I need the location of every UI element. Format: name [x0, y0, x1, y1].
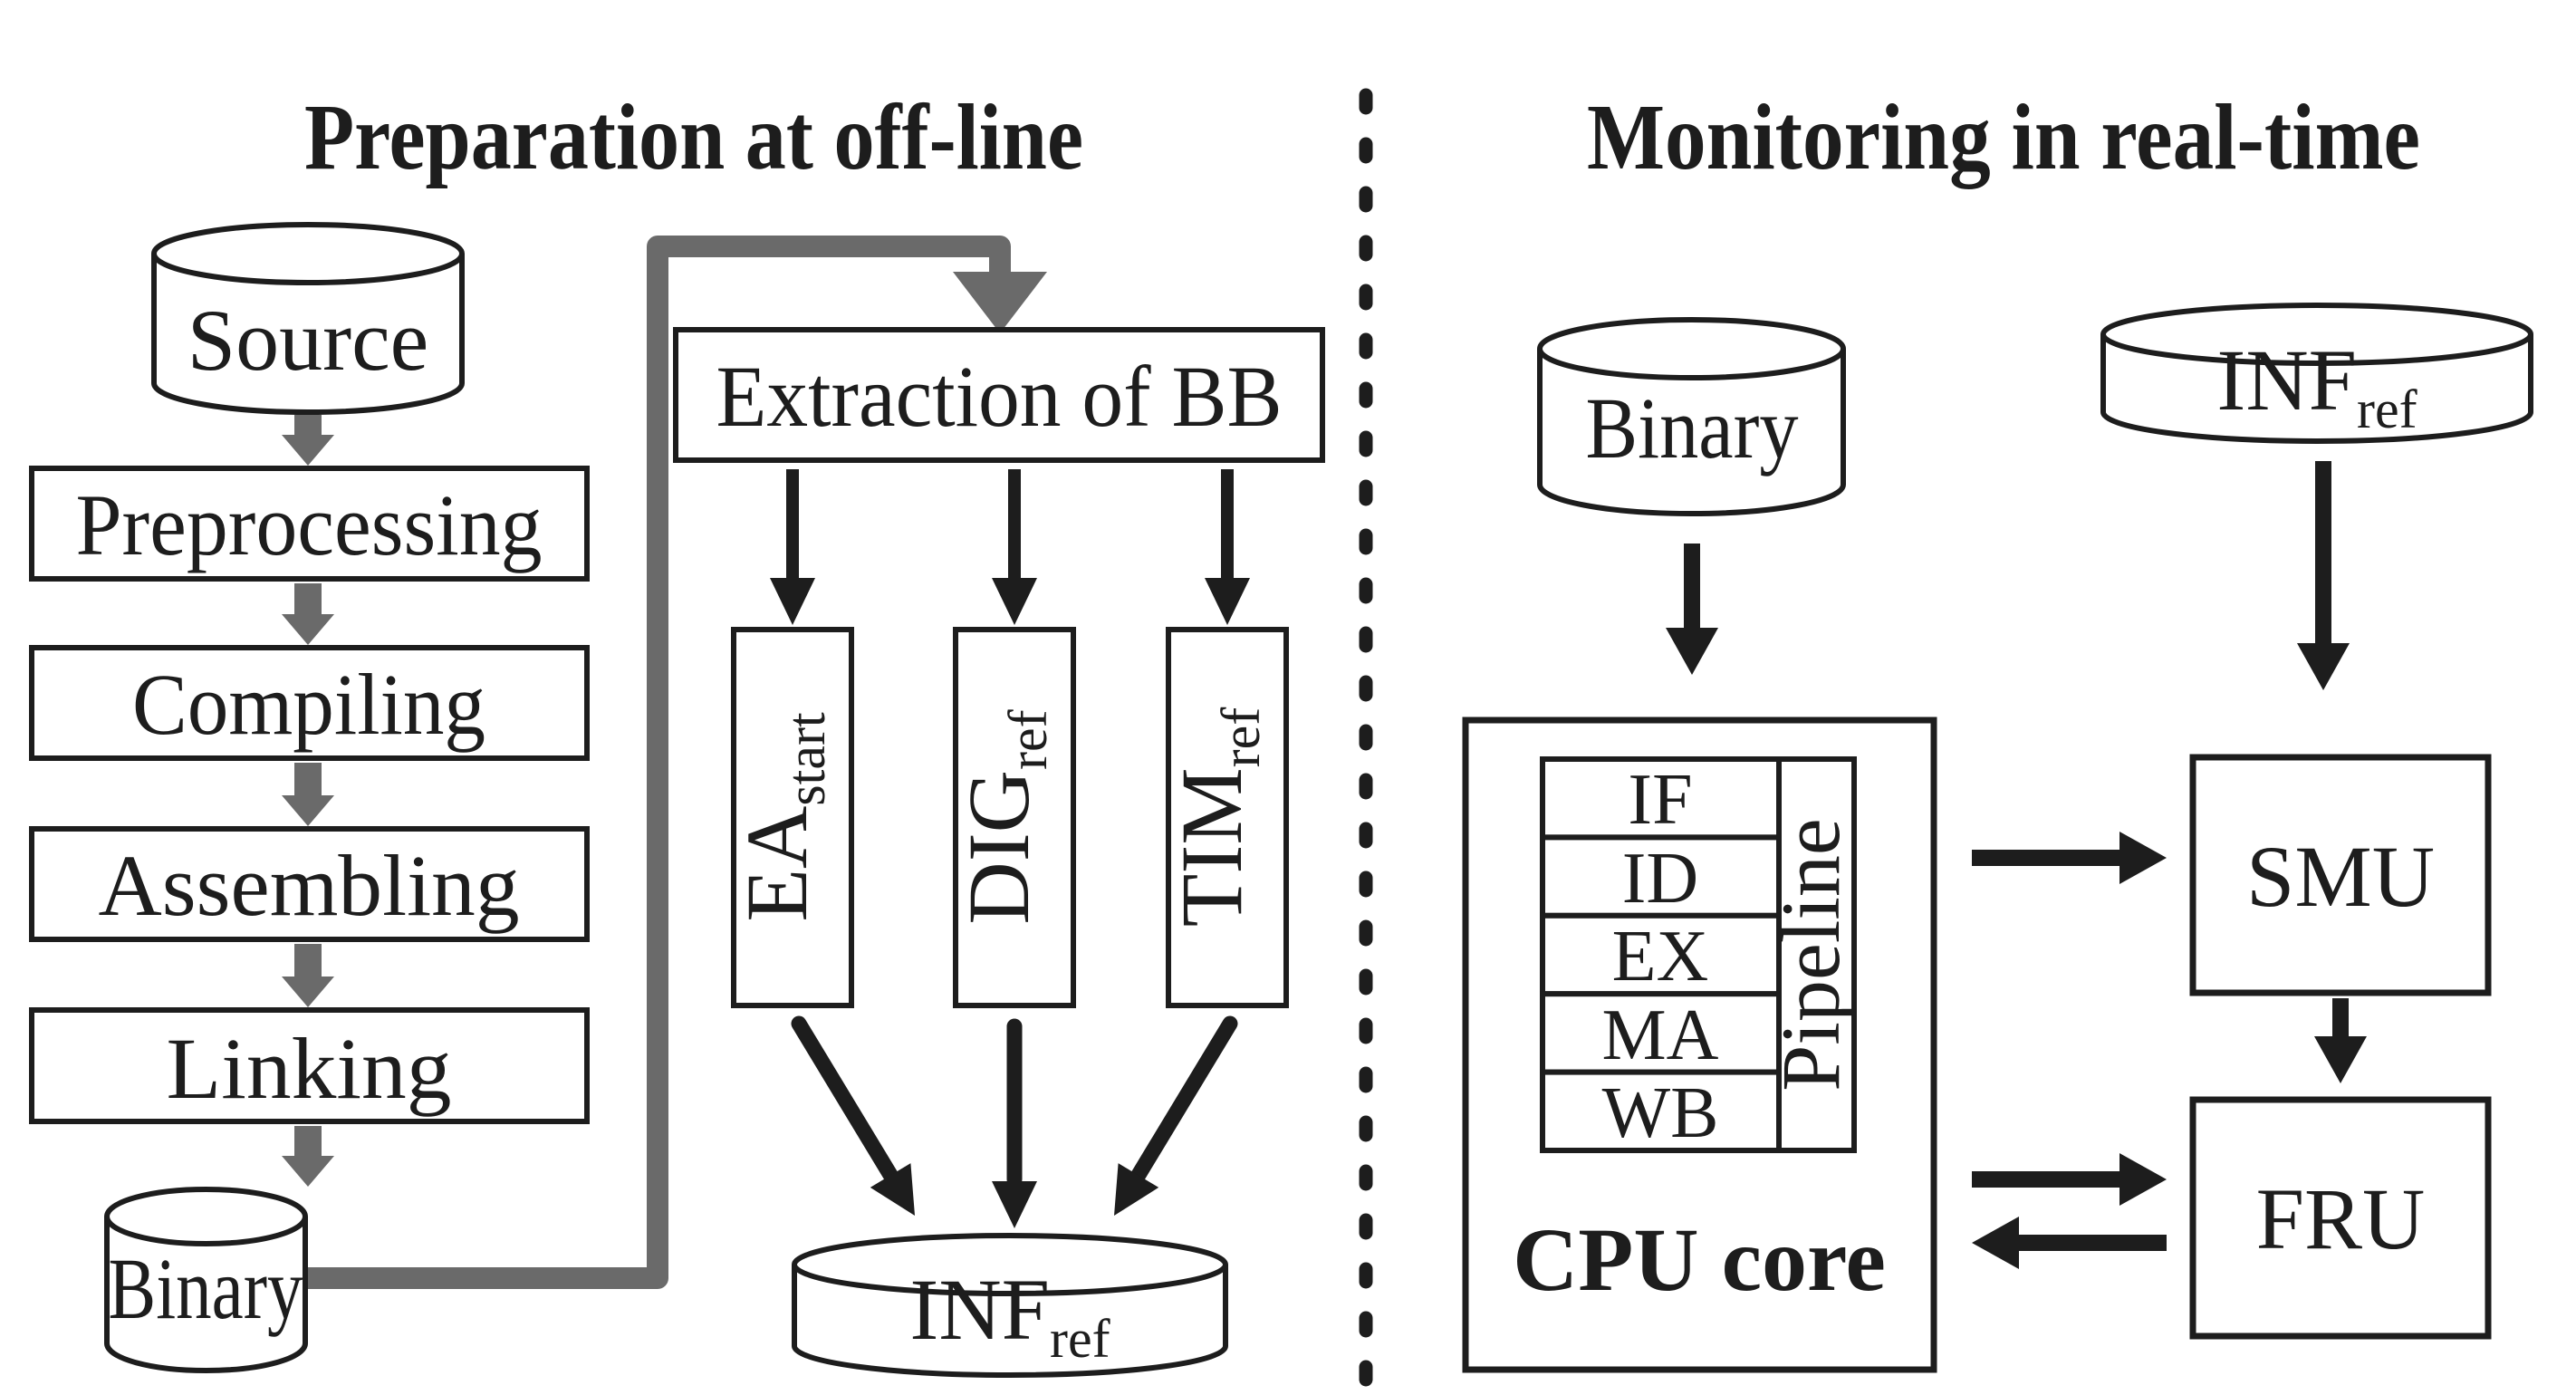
down-arrow-icon [282, 763, 334, 826]
binary-to-extraction-connector [299, 236, 1047, 1289]
inf-left-label: INFref [909, 1261, 1110, 1369]
connector-arrowhead-icon [953, 272, 1047, 333]
right-arrow-icon [1972, 832, 2167, 884]
binary-right-label: Binary [1586, 380, 1799, 476]
stage-id-label: ID [1622, 839, 1698, 919]
diag-arrowhead-icon [1114, 1163, 1159, 1216]
binary-cylinder-right: Binary [1537, 317, 1846, 516]
down-arrow-icon [1666, 544, 1718, 675]
panel-preparation-offline: Preparation at off-line Source Preproces… [29, 85, 1325, 1378]
ea-main: EA [728, 806, 825, 922]
fru-box: FRU [2189, 1096, 2492, 1340]
left-panel-title: Preparation at off-line [304, 85, 1083, 189]
smu-label: SMU [2246, 828, 2435, 925]
binary-left-label: Binary [109, 1240, 303, 1337]
ea-start-label: EAstart [728, 712, 836, 922]
down-arrowhead-icon [992, 1181, 1037, 1228]
step-preprocessing-label: Preprocessing [76, 476, 543, 573]
inf-left-sub: ref [1050, 1309, 1110, 1369]
step-linking-label: Linking [167, 1020, 452, 1117]
pipeline-table: IF ID EX MA WB Pipeline [1540, 756, 1857, 1153]
down-arrow-icon [2314, 998, 2367, 1083]
smu-box: SMU [2189, 754, 2492, 996]
fru-label: FRU [2256, 1170, 2426, 1267]
down-arrow-icon [282, 944, 334, 1007]
inf-right-sub: ref [2357, 380, 2417, 439]
dig-main: DIG [950, 770, 1047, 925]
compile-steps: Preprocessing Compiling Assembling Linki… [29, 466, 590, 1124]
tim-sub: ref [1211, 707, 1271, 768]
extraction-box: Extraction of BB [673, 327, 1325, 463]
down-arrow-icon [1205, 469, 1250, 625]
artifact-boxes: EAstart DIGref TIMref [728, 627, 1289, 1008]
down-arrow-icon [282, 415, 334, 466]
down-arrow-icon [282, 583, 334, 645]
inf-cylinder-left: INFref [792, 1233, 1228, 1378]
pipeline-rotated-label: Pipeline [1764, 818, 1857, 1092]
down-arrow-icon [282, 1126, 334, 1187]
down-arrow-icon [2297, 461, 2350, 690]
stage-ex-label: EX [1612, 917, 1709, 996]
tim-main: TIM [1163, 767, 1260, 927]
extraction-label: Extraction of BB [716, 348, 1283, 445]
stage-wb-label: WB [1602, 1073, 1719, 1153]
inf-left-main: INF [909, 1261, 1050, 1358]
inf-converging-arrows [791, 1015, 1238, 1228]
binary-cylinder-left: Binary [104, 1187, 308, 1373]
cpu-core-box: IF ID EX MA WB Pipeline CPU core [1462, 717, 1937, 1373]
inf-right-label: INFref [2216, 332, 2417, 439]
left-arrow-icon [1972, 1217, 2167, 1269]
inf-right-main: INF [2216, 332, 2357, 428]
down-arrow-icon [992, 469, 1037, 625]
cpu-core-label: CPU core [1513, 1209, 1886, 1310]
dig-ref-label: DIGref [950, 709, 1058, 924]
panel-monitoring-realtime: Monitoring in real-time Binary INFref [1462, 85, 2533, 1373]
step-assembling-label: Assembling [99, 837, 520, 934]
down-arrow-icon [770, 469, 815, 625]
stage-if-label: IF [1628, 760, 1692, 840]
source-label: Source [187, 292, 429, 389]
dig-sub: ref [998, 709, 1058, 770]
right-arrow-icon [1972, 1153, 2167, 1206]
source-cylinder: Source [151, 222, 465, 415]
right-horizontal-arrows [1972, 832, 2167, 1269]
right-vertical-arrows [1666, 461, 2367, 1083]
step-compiling-label: Compiling [132, 656, 485, 753]
extraction-output-arrows [770, 469, 1250, 625]
stage-ma-label: MA [1602, 996, 1719, 1075]
tim-ref-label: TIMref [1163, 707, 1271, 928]
inf-cylinder-right: INFref [2100, 303, 2533, 444]
ea-sub: start [776, 712, 836, 806]
right-panel-title: Monitoring in real-time [1587, 85, 2420, 189]
gray-step-arrows [282, 415, 334, 1187]
diag-arrowhead-icon [870, 1163, 915, 1216]
